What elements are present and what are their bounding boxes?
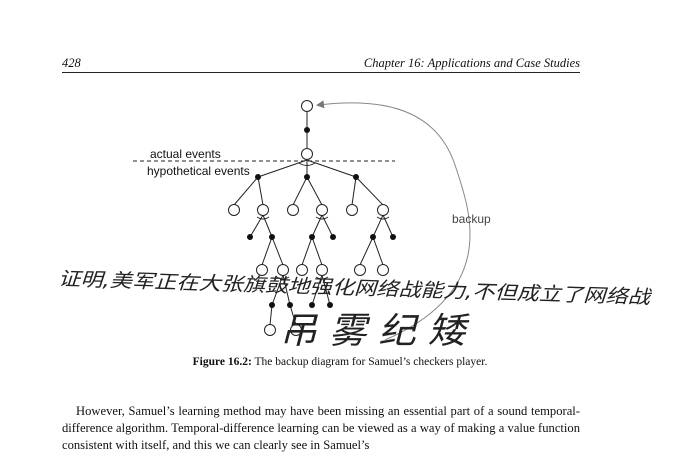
handwriting-line-1: 证明,美军正在大张旗鼓地强化网络战能力,不但成立了网络战 xyxy=(58,268,653,309)
label-hypothetical-events: hypothetical events xyxy=(147,164,250,178)
page-number: 428 xyxy=(62,56,81,70)
backup-diagram: actual events hypothetical events backup… xyxy=(58,100,653,352)
chapter-title: Chapter 16: Applications and Case Studie… xyxy=(363,56,580,70)
label-backup: backup xyxy=(452,212,491,226)
figure-caption: Figure 16.2: The backup diagram for Samu… xyxy=(0,356,680,368)
backup-arrow xyxy=(316,100,471,341)
handwriting-line-2: 吊 雾 纪 矮 xyxy=(280,311,470,352)
body-text: However, Samuel’s learning method may ha… xyxy=(62,403,580,454)
label-actual-events: actual events xyxy=(150,147,221,161)
caption-text: The backup diagram for Samuel’s checkers… xyxy=(254,356,488,368)
state-nodes xyxy=(228,100,389,336)
action-nodes xyxy=(247,127,396,308)
page-header: 428 Chapter 16: Applications and Case St… xyxy=(62,56,580,72)
caption-label: Figure 16.2: xyxy=(192,356,252,368)
root-node xyxy=(301,100,313,112)
paragraph: However, Samuel’s learning method may ha… xyxy=(62,404,580,452)
header-rule xyxy=(62,72,580,73)
